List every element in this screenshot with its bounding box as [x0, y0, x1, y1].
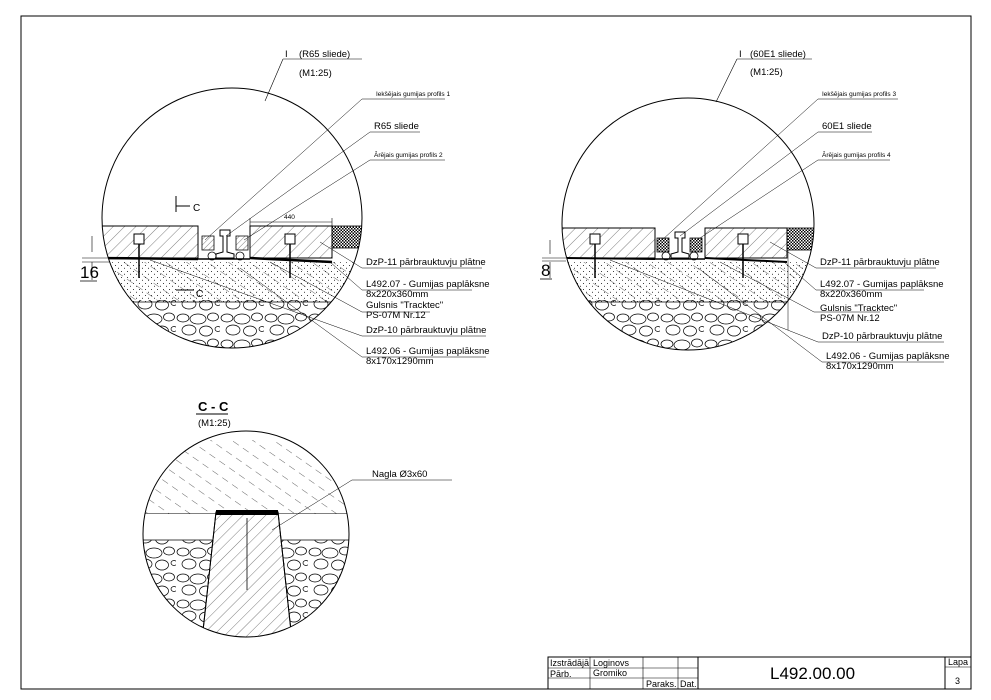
right-label-l49206-size: 8x170x1290mm [826, 361, 894, 372]
checker-name: Gromiko [593, 668, 627, 678]
left-label-dzp11: DzP-11 pārbrauktuvju plātne [366, 257, 486, 268]
left-label-dzp10: DzP-10 pārbrauktuvju plātne [366, 325, 486, 336]
left-label-inner-profile: Iekšējais gumijas profils 1 [376, 91, 450, 98]
left-label-l49207: L492.07 - Gumijas paplāksne [366, 279, 490, 290]
right-label-l49206: L492.06 - Gumijas paplāksne [826, 351, 950, 362]
checker-label: Pārb. [550, 669, 572, 679]
signature-label: Paraks. [646, 679, 677, 689]
right-label-outer-profile: Ārējais gumijas profils 4 [822, 151, 891, 159]
right-label-rail: 60E1 sliede [822, 121, 872, 132]
right-detail: 8 I (60E1 sliede) (M1:25) Iekšējais gumi… [540, 49, 950, 372]
right-label-l49207: L492.07 - Gumijas paplāksne [820, 279, 944, 290]
section-cc: C - C (M1:25) Nagla Ø3x60 [142, 399, 452, 638]
section-mark-bottom: C [196, 289, 203, 300]
left-label-l49206: L492.06 - Gumijas paplāksne [366, 346, 490, 357]
left-detail-scale: (M1:25) [299, 68, 332, 79]
right-dim-height-label: 8 [541, 261, 550, 280]
dim-height-label: 16 [80, 263, 99, 282]
developer-name: Loginovs [593, 658, 630, 668]
left-label-sleeper: Gulsnis "Tracktec" [366, 300, 443, 311]
left-label-outer-profile: Ārējais gumijas profils 2 [374, 151, 443, 159]
right-label-dzp10: DzP-10 pārbrauktuvju plātne [822, 331, 942, 342]
drawing-number: L492.00.00 [770, 664, 855, 683]
sheet-number: 3 [955, 676, 960, 686]
sheet-label: Lapa [948, 657, 968, 667]
left-detail: 440 C C 16 I (R65 sliede) (M1:25) [80, 49, 490, 367]
sheet-frame [20, 15, 972, 690]
section-mark-top: C [193, 203, 200, 214]
section-cc-scale: (M1:25) [198, 418, 231, 429]
nail-label: Nagla Ø3x60 [372, 469, 427, 480]
right-label-sleeper: Gulsnis "Tracktec" [820, 303, 897, 314]
dim-width-label: 440 [284, 214, 295, 221]
left-label-l49206-size: 8x170x1290mm [366, 356, 434, 367]
right-label-inner-profile: Iekšējais gumijas profils 3 [822, 91, 896, 98]
left-label-l49207-size: 8x220x360mm [366, 289, 428, 300]
right-label-dzp11: DzP-11 pārbrauktuvju plātne [820, 257, 940, 268]
left-view-mark: I [285, 49, 288, 60]
title-block: Izstrādājā Loginovs Pārb. Gromiko Paraks… [547, 656, 972, 690]
section-cc-title: C - C [198, 399, 229, 414]
right-detail-scale: (M1:25) [750, 67, 783, 78]
right-label-l49207-size: 8x220x360mm [820, 289, 882, 300]
date-label: Dat. [680, 679, 697, 689]
left-label-rail: R65 sliede [374, 121, 419, 132]
right-label-sleeper-model: PS-07M Nr.12 [820, 313, 880, 324]
left-detail-title: (R65 sliede) [299, 49, 350, 60]
right-detail-title: (60E1 sliede) [750, 49, 806, 60]
left-label-sleeper-model: PS-07M Nr.12 [366, 310, 426, 321]
developer-label: Izstrādājā [550, 658, 589, 668]
right-view-mark: I [739, 49, 742, 60]
